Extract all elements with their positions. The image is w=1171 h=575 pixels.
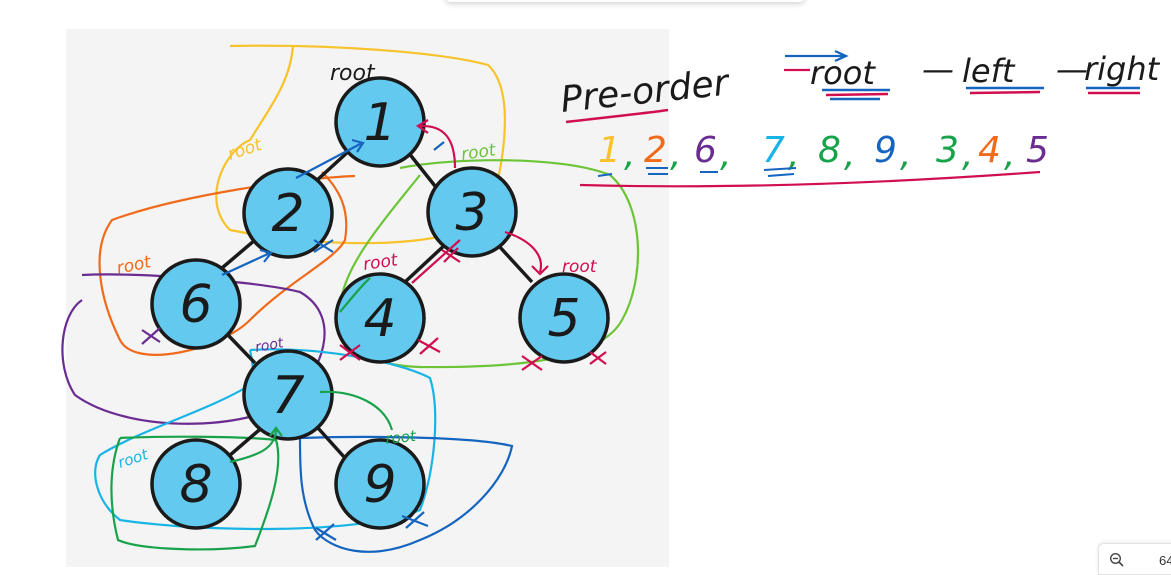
green-arrows xyxy=(229,277,394,464)
zoom-out-icon[interactable] xyxy=(1109,552,1125,568)
root-label-8: root xyxy=(116,445,152,472)
root-label-2: root xyxy=(225,135,265,165)
green-traversal-loop xyxy=(110,435,280,551)
tree-node-8 xyxy=(150,438,242,530)
tree-node-3 xyxy=(426,166,518,258)
tree-node-4 xyxy=(334,272,426,364)
tree-node-label-6: 6 xyxy=(179,275,212,335)
sequence-item-6: 6 xyxy=(694,130,717,171)
tree-node-5 xyxy=(518,272,610,364)
tree-edges xyxy=(220,148,534,464)
tree-node-label-1: 1 xyxy=(363,93,396,153)
rule-dash-2: — xyxy=(1056,50,1088,88)
sequence-underlines xyxy=(597,167,797,177)
rule-right: right xyxy=(1084,50,1161,88)
zoom-controls: 64 xyxy=(1098,543,1171,575)
tree-node-9 xyxy=(334,438,426,530)
tree-node-label-2: 2 xyxy=(271,184,304,244)
zoom-level-readout: 64 xyxy=(1159,553,1171,568)
sequence-separator: , xyxy=(624,134,635,175)
tree-node-label-3: 3 xyxy=(455,183,488,243)
tree-node-label-4: 4 xyxy=(363,289,396,349)
crimson-arrows xyxy=(411,68,1041,284)
sequence-item-1: 1 xyxy=(598,130,621,171)
top-toolbar-edge xyxy=(445,0,805,2)
sequence-separator: , xyxy=(900,134,911,175)
tree-node-label-7: 7 xyxy=(271,366,304,426)
rule-left: left xyxy=(962,52,1016,90)
sequence-item-9: 9 xyxy=(874,130,897,171)
cyan-traversal-loop xyxy=(94,348,437,531)
rule-root: root xyxy=(810,54,876,92)
rule-underlines xyxy=(822,86,1140,101)
root-label-1: root xyxy=(330,61,376,86)
tree-node-label-5: 5 xyxy=(547,289,580,349)
tree-node-7 xyxy=(242,349,334,441)
sequence-item-5: 5 xyxy=(1026,130,1049,171)
sequence-item-2: 2 xyxy=(644,130,667,171)
root-label-5: root xyxy=(362,250,400,275)
sequence-separator: , xyxy=(844,134,855,175)
root-label-6: root xyxy=(562,257,598,277)
sequence-item-8: 8 xyxy=(818,130,841,171)
tree-node-label-8: 8 xyxy=(179,455,212,515)
sequence-separator: , xyxy=(788,134,799,175)
orange-traversal-loop xyxy=(98,171,356,356)
blue-arrows xyxy=(221,49,849,276)
blue-traversal-loop xyxy=(298,435,514,553)
tree-node-label-9: 9 xyxy=(363,455,396,515)
rule-group: root — left — right xyxy=(810,50,1161,92)
tree-node-2 xyxy=(242,167,334,259)
root-label-7: root xyxy=(254,335,285,356)
root-label-9: root xyxy=(385,427,418,448)
tree-node-6 xyxy=(150,258,242,350)
sequence-item-3: 3 xyxy=(936,130,959,171)
sequence-separator: , xyxy=(670,134,681,175)
sequence-item-4: 4 xyxy=(978,130,1001,171)
null-child-marks xyxy=(141,247,607,541)
sequence-separator: , xyxy=(720,134,731,175)
rule-dash-1: — xyxy=(922,50,954,88)
sequence-separator: , xyxy=(962,134,973,175)
title-underline xyxy=(565,108,669,124)
root-label-3: root xyxy=(460,140,498,165)
sequence-separator: , xyxy=(1004,134,1015,175)
sequence-item-7: 7 xyxy=(762,130,785,171)
